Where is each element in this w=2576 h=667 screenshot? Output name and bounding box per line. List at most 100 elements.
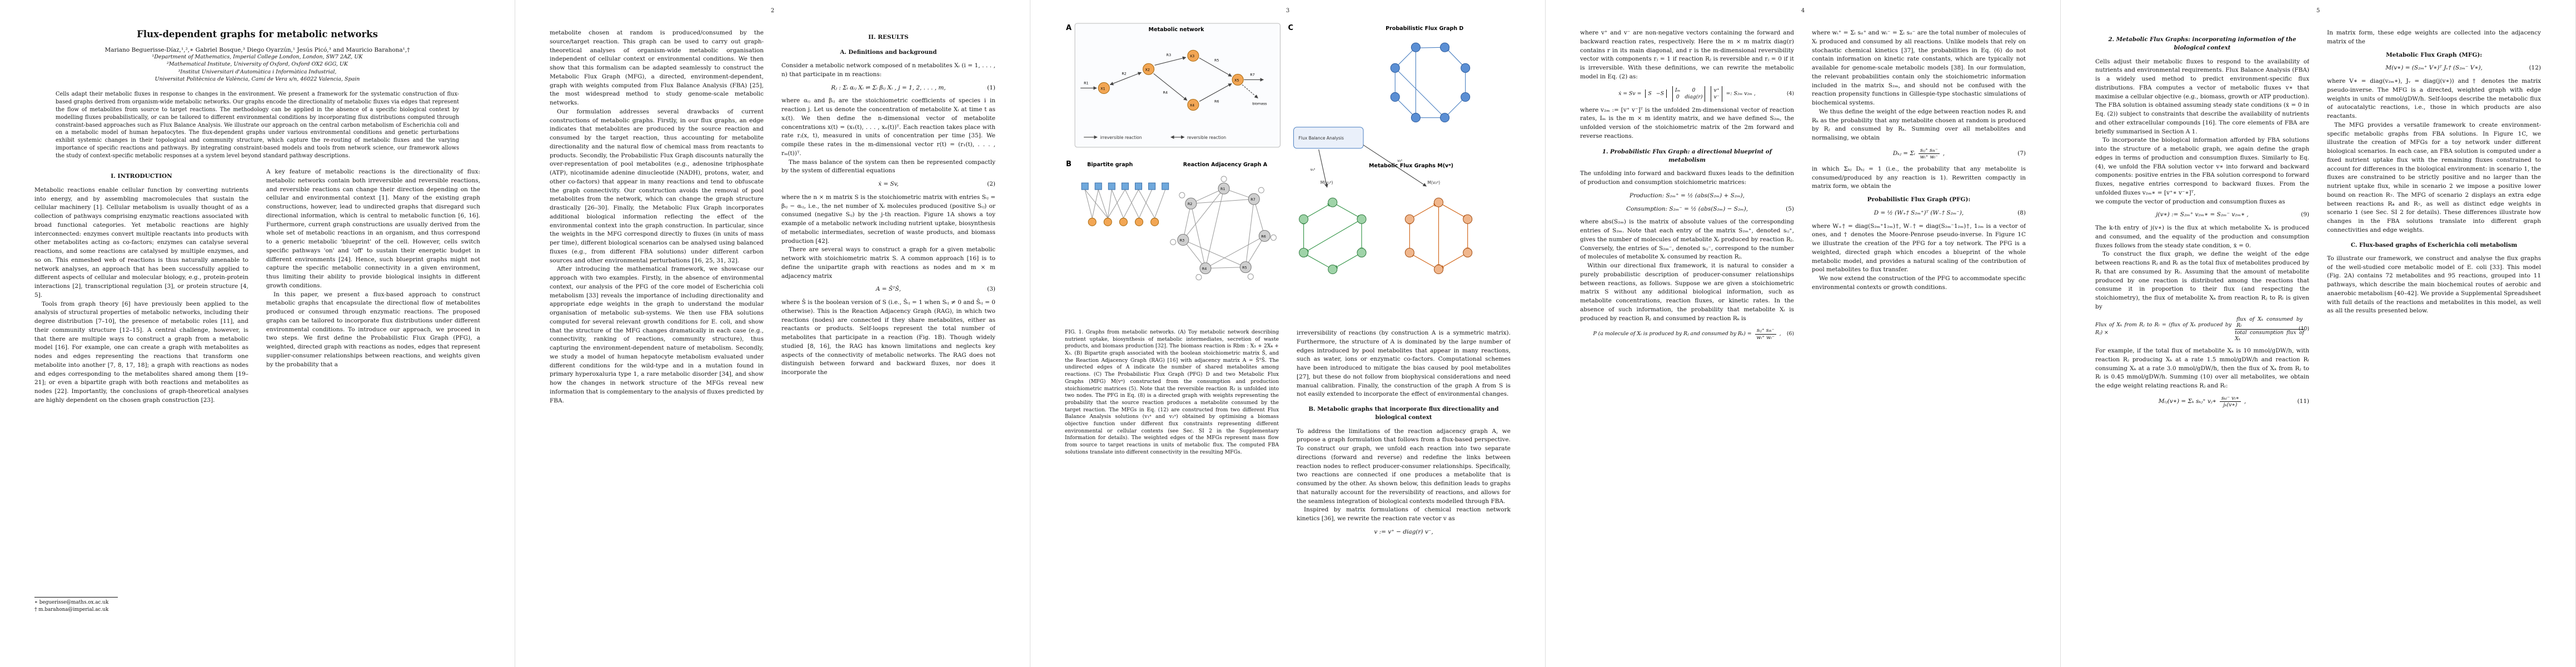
rag-node-label: R7 xyxy=(1250,198,1255,202)
footnote-email: † m.barahona@imperial.ac.uk xyxy=(34,606,109,613)
rag-node-label: R3 xyxy=(1180,238,1184,242)
equation-9: j(v∗) := S₂ₘ⁺ v₂ₘ∗ = S₂ₘ⁻ v₂ₘ∗ ,(9) xyxy=(2095,211,2309,220)
paragraph: we compute the vector of production and … xyxy=(2095,198,2285,205)
page-number: 5 xyxy=(2316,8,2320,14)
paragraph: metabolite chosen at random is produced/… xyxy=(550,29,764,106)
rag-selfloops xyxy=(1170,176,1277,281)
pfg-title: Probabilistic Flux Graph D xyxy=(1386,26,1463,32)
paragraph: Tools from graph theory [6] have previou… xyxy=(34,300,248,404)
equation-number: (9) xyxy=(2301,211,2309,218)
vector-v: v⁺v⁻ xyxy=(1711,86,1722,102)
column-right: where wᵢ⁺ = Σₗ sᵢₗ⁺ and wᵢ⁻ = Σₗ sᵢₗ⁻ ar… xyxy=(1812,29,2026,645)
bipartite-title: Bipartite graph xyxy=(1087,162,1133,168)
metabolite-node xyxy=(1187,99,1199,111)
subsection-heading-b: B. Metabolic graphs that incorporate flu… xyxy=(1308,406,1499,421)
metabolite-node xyxy=(1143,63,1155,75)
paragraph: After introducing the mathematical frame… xyxy=(550,266,764,404)
mfg-definition: Metabolic Flux Graph (MFG): xyxy=(2327,51,2541,60)
panel-a-box xyxy=(1074,23,1280,148)
paragraph: A key feature of metabolic reactions is … xyxy=(266,168,480,289)
equation-number: (4) xyxy=(1786,90,1794,97)
paragraph: where αᵢⱼ and βᵢⱼ are the stoichiometric… xyxy=(781,97,995,157)
paragraph: To address the limitations of the reacti… xyxy=(1297,427,1511,505)
fba-box-label: Flux Balance Analysis xyxy=(1299,136,1344,141)
subsection-heading-definitions: A. Definitions and background xyxy=(840,48,937,56)
affiliation: ¹Department of Mathematics, Imperial Col… xyxy=(152,54,363,60)
paragraph: irreversibility of reactions (by constru… xyxy=(1297,330,1511,398)
paragraph: where W₊† = diag(S₂ₘ⁺1₂ₘ)†, W₋† = diag(S… xyxy=(1812,222,2026,273)
column-left: FIG. 1. Graphs from metabolic networks. … xyxy=(1065,329,1279,629)
matrix-s: S−S xyxy=(1645,89,1667,98)
panel-b-graphs: B Bipartite graph xyxy=(1066,160,1277,281)
equation-number: (10) xyxy=(2298,326,2309,332)
paragraph: Cells adjust their metabolic fluxes to r… xyxy=(2095,58,2309,135)
reaction-label: R1 xyxy=(1084,81,1088,85)
fraction: sₖₗ⁻ vₗ∗jₖ(v∗) xyxy=(2219,395,2241,409)
mfg1-nodes xyxy=(1299,197,1367,275)
paragraph: Our formulation addresses several drawba… xyxy=(550,108,764,264)
paragraph: To incorporate the biological informatio… xyxy=(2095,137,2309,196)
metabolite-label: X4 xyxy=(1190,104,1194,108)
equation-rate-vector: v := v⁺ − diag(r) v⁻, xyxy=(1374,528,1433,535)
pfg-nodes xyxy=(1390,42,1471,123)
bipartite-reaction-nodes xyxy=(1081,182,1169,190)
paragraph: where v⁺ and v⁻ are non-negative vectors… xyxy=(1580,29,1794,80)
legend-reversible: reversible reaction xyxy=(1187,135,1227,140)
equation-7: Dₖⱼ = Σᵢ sᵢⱼ⁺ sᵢₖ⁻wᵢ⁺ wᵢ⁻ , (7) xyxy=(1892,147,2026,161)
rag-nodes: R1 R2 R3 R4 R5 R6 R7 xyxy=(1177,182,1270,275)
rag-node-label: R1 xyxy=(1220,187,1225,191)
paragraph: where abs(S₂ₘ) is the matrix of absolute… xyxy=(1580,218,1794,261)
paragraph: where Ŝ is the boolean version of S (i.e… xyxy=(781,299,995,376)
reaction-label: R2 xyxy=(1122,72,1126,76)
subsubsection-heading-mfg: 2. Metabolic Flux Graphs: incorporating … xyxy=(2108,36,2296,52)
equation-11: Mₗⱼ(v∗) = Σₖ sₖⱼ⁺ vⱼ∗ sₖₗ⁻ vₗ∗jₖ(v∗) , (… xyxy=(2158,395,2309,409)
equation-number: (8) xyxy=(2017,209,2026,216)
bipartite-metabolite-nodes xyxy=(1088,217,1159,226)
paragraph: where the n × m matrix S is the stoichio… xyxy=(781,193,995,245)
mfg2-nodes xyxy=(1404,197,1473,275)
paragraph: There are several ways to construct a gr… xyxy=(781,246,995,280)
fba-solution-1-label: v₁ᵃ xyxy=(1311,168,1316,172)
metabolite-node xyxy=(1187,49,1199,62)
reaction-label: R7 xyxy=(1250,73,1254,77)
pfg-definition: Probabilistic Flux Graph (PFG): xyxy=(1812,196,2026,205)
metabolite-node xyxy=(1232,73,1244,86)
equation-6: P (a molecule of Xᵢ is produced by Rⱼ an… xyxy=(1593,327,1794,341)
footnote-email: ∗ beguerisse@maths.ox.ac.uk xyxy=(34,599,109,605)
footnotes: ∗ beguerisse@maths.ox.ac.uk † m.barahona… xyxy=(34,596,248,614)
page-4: 4 where v⁺ and v⁻ are non-negative vecto… xyxy=(1546,0,2061,667)
panel-a-legend: irreversible reaction reversible reactio… xyxy=(1084,135,1226,140)
footnote-rule xyxy=(34,596,118,598)
authors-line: Mariano Beguerisse-Díaz,¹,²,∗ Gabriel Bo… xyxy=(104,47,410,53)
panel-a-toy-network: A Metabolic network R1 R2 R3 R4 R5 xyxy=(1066,23,1280,148)
page-number: 2 xyxy=(770,8,775,14)
equation-5b: Consumption: S₂ₘ⁻ = ½ (abs(S₂ₘ) − S₂ₘ),(… xyxy=(1580,205,1794,214)
figure-1: A Metabolic network R1 R2 R3 R4 R5 xyxy=(1065,21,1511,321)
equation-number: (2) xyxy=(987,181,995,188)
column-right: A key feature of metabolic reactions is … xyxy=(266,168,480,614)
page-2: 2 metabolite chosen at random is produce… xyxy=(515,0,1030,667)
column-left: metabolite chosen at random is produced/… xyxy=(550,29,764,645)
rag-title: Reaction Adjacency Graph A xyxy=(1183,162,1268,168)
affiliation: ²Mathematical Institute, University of O… xyxy=(167,61,348,68)
pfg-edges xyxy=(1393,46,1467,120)
paragraph: The MFG provides a versatile framework t… xyxy=(2327,121,2541,233)
paragraph: where V∗ = diag(v₂ₘ∗), Jᵥ = diag(j(v∗)) … xyxy=(2327,78,2541,120)
equation-1: Rⱼ : Σᵢ αᵢⱼ Xᵢ ⇌ Σᵢ βᵢⱼ Xᵢ , j = 1, 2, .… xyxy=(781,84,995,93)
equation-5a: Production: S₂ₘ⁺ = ½ (abs(S₂ₘ) + S₂ₘ), xyxy=(1630,192,1745,199)
equation-number: (11) xyxy=(2297,398,2309,405)
panel-a-title: Metabolic network xyxy=(1149,27,1205,33)
reaction-label: R5 xyxy=(1214,58,1219,62)
column-left: 2. Metabolic Flux Graphs: incorporating … xyxy=(2095,29,2309,645)
equation-8: D = ½ (W₊† S₂ₘ⁺)ᵀ (W₋† S₂ₘ⁻),(8) xyxy=(1812,209,2026,218)
mfg2-edges xyxy=(1407,202,1470,270)
panel-b-label: B xyxy=(1066,160,1072,168)
mfg2-label: M(v₂ᵃ) xyxy=(1427,180,1440,185)
rag-node-label: R6 xyxy=(1261,235,1265,238)
paper-title: Flux-dependent graphs for metabolic netw… xyxy=(137,29,378,39)
paragraph: To construct the flux graph, we define t… xyxy=(2095,251,2309,310)
rag-node-label: R2 xyxy=(1188,202,1192,206)
metabolite-label: X3 xyxy=(1190,54,1194,58)
